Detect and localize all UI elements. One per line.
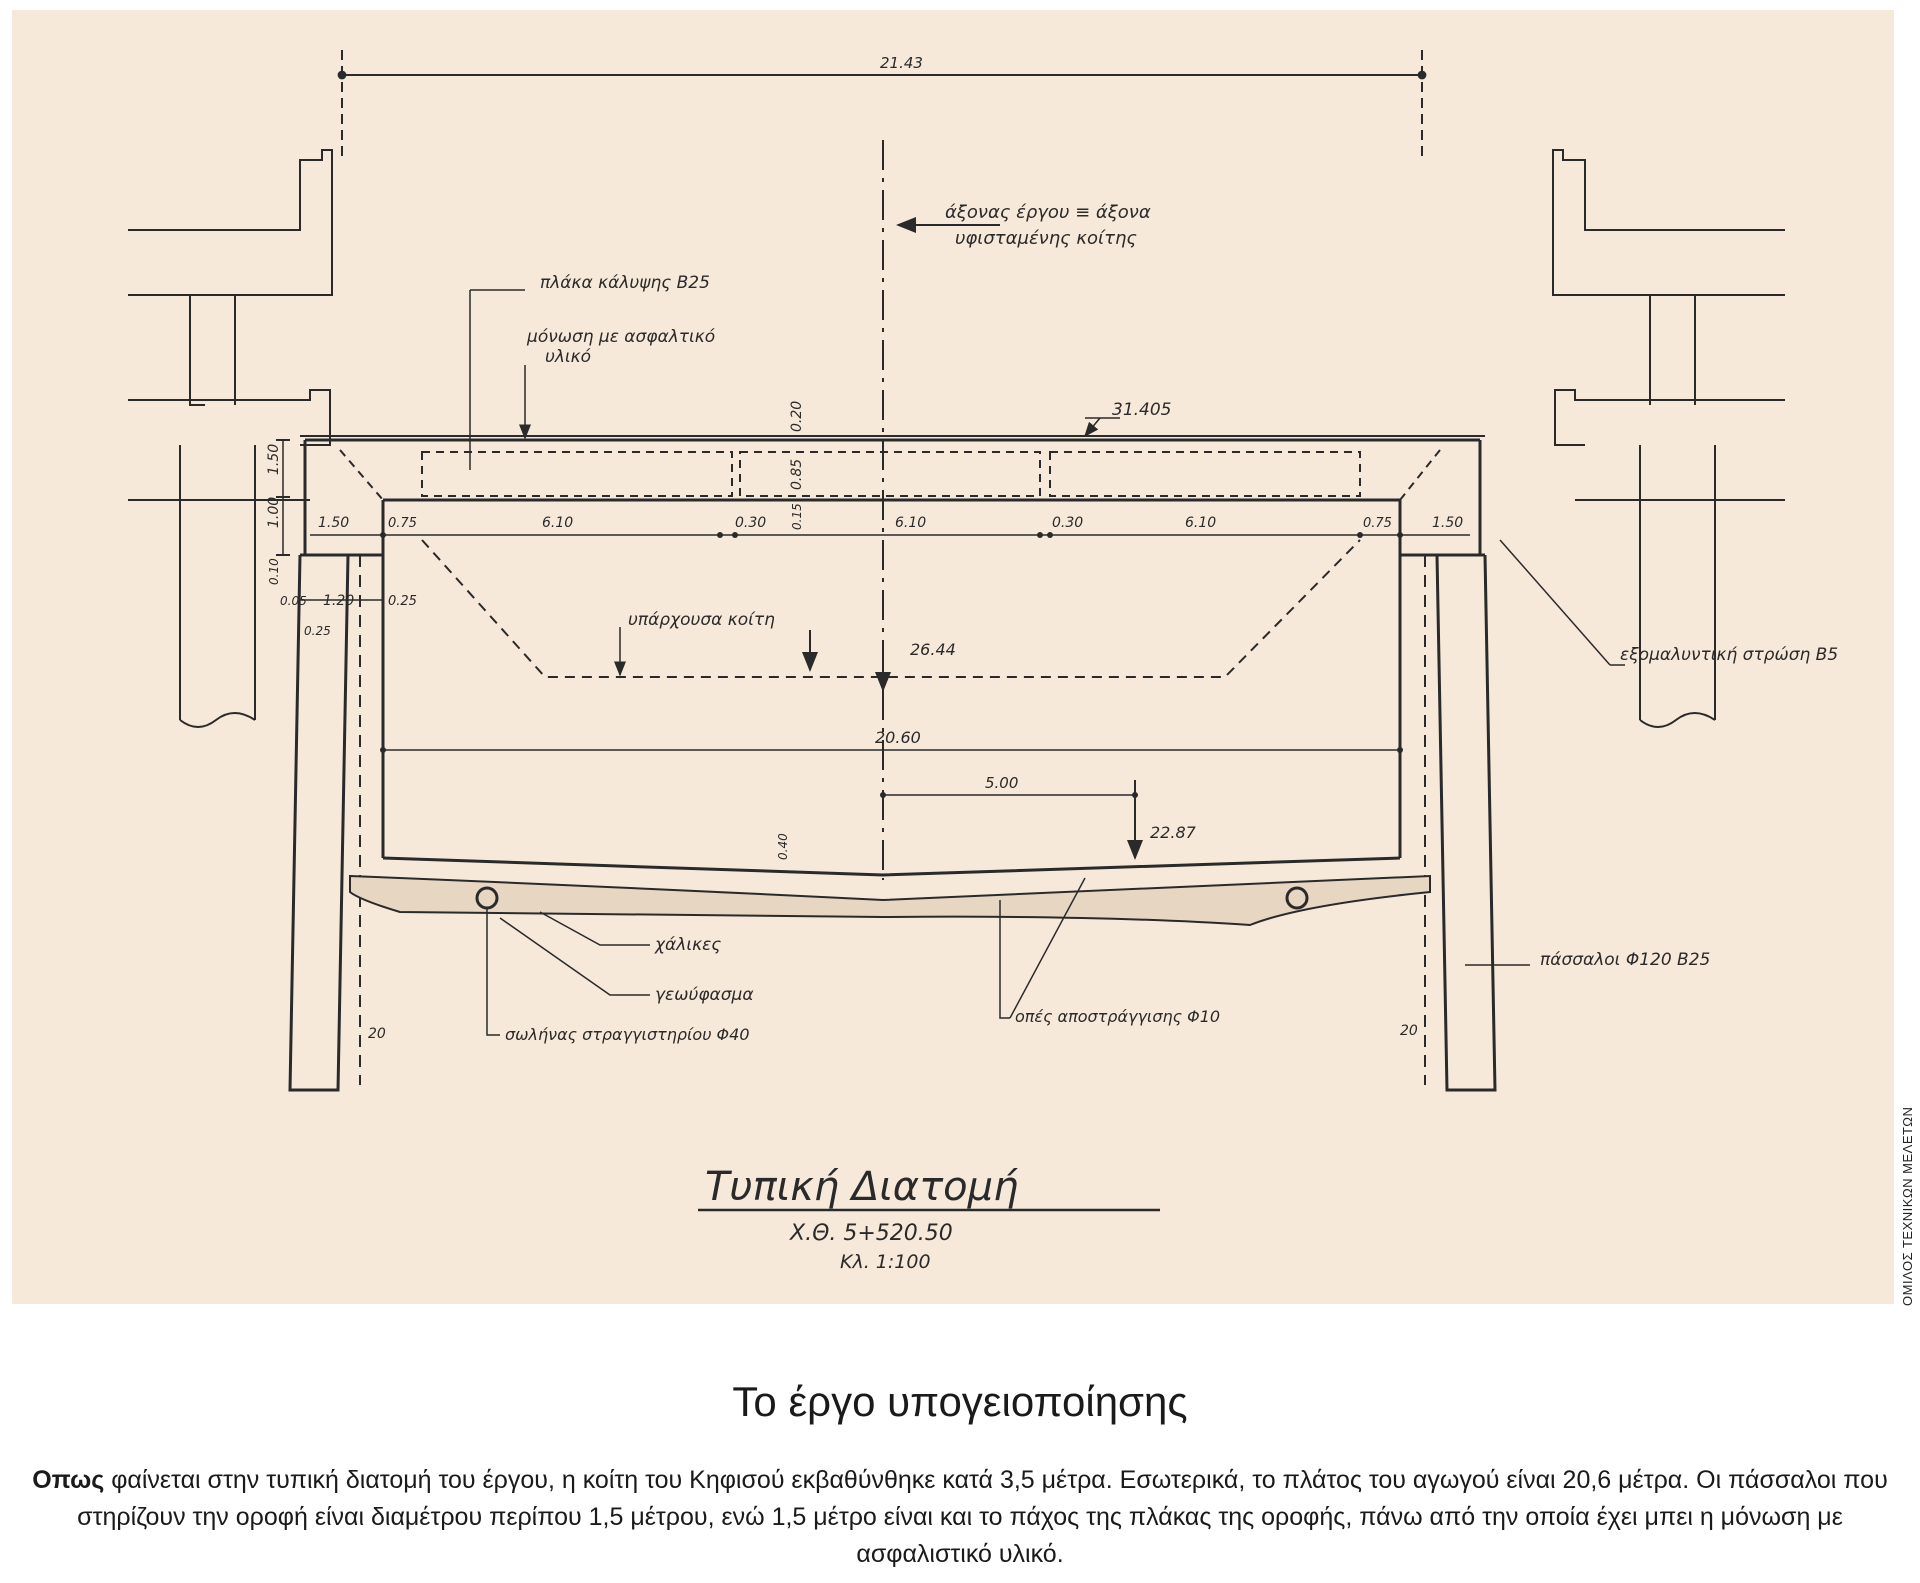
existing-bridge-left (128, 149, 333, 728)
insulation-label-1: μόνωση με ασφαλτικό (526, 327, 715, 347)
dim-slab-015: 0.15 (790, 503, 804, 530)
dim-cell-3: 6.10 (1185, 515, 1216, 531)
existing-bed-line (421, 539, 1361, 678)
dim-top-level: 31.405 (1112, 400, 1171, 420)
dim-pile-025a: 0.25 (388, 594, 417, 609)
gravel-layer (349, 874, 1431, 927)
dim-pile-depth-left: 20 (368, 1026, 386, 1042)
geotextile-label: γεωύφασμα (655, 985, 754, 1005)
dim-slab-020: 0.20 (789, 401, 805, 432)
axis-label-1: άξονας έργου ≡ άξονα (945, 202, 1151, 223)
dimension-21-43 (337, 50, 1427, 160)
caption-title: Το έργο υπογειοποίησης (732, 1378, 1188, 1425)
existing-bridge-right (1552, 149, 1785, 728)
caption-body: Οπως φαίνεται στην τυπική διατομή του έρ… (20, 1462, 1900, 1573)
dim-slab-100: 1.00 (266, 497, 282, 528)
dim-cell-1: 6.10 (542, 515, 573, 531)
dim-wall-right: 1.50 (1432, 515, 1463, 531)
gravel-label: χάλικες (654, 935, 721, 955)
dim-slab-height: 1.50 (266, 444, 282, 475)
drawing-panel: 21.43 άξονας έργου ≡ άξονα υφισταμένης κ… (12, 10, 1894, 1304)
pile-right (1410, 553, 1497, 1092)
caption-lead: Οπως (32, 1466, 105, 1494)
insulation-label-2: υλικό (545, 347, 591, 367)
dim-floor-040: 0.40 (776, 833, 790, 860)
drawing-chainage: Χ.Θ. 5+520.50 (789, 1221, 953, 1246)
dim-total-width: 21.43 (880, 54, 923, 72)
cover-slab-label: πλάκα κάλυψης Β25 (540, 273, 710, 293)
drain-pipe-label: σωλήνας στραγγιστηρίου Φ40 (505, 1025, 750, 1044)
piles-label: πάσσαλοι Φ120 Β25 (1540, 950, 1710, 970)
axis-label-2: υφισταμένης κοίτης (955, 228, 1137, 249)
dim-offset: 5.00 (985, 774, 1018, 792)
dim-cell-2: 6.10 (895, 515, 926, 531)
cross-section-drawing: 21.43 άξονας έργου ≡ άξονα υφισταμένης κ… (128, 50, 1838, 1273)
dim-inner-width: 20.60 (875, 728, 921, 747)
dim-gap-1: 0.30 (735, 515, 766, 531)
drawing-title: Τυπική Διατομή (705, 1164, 1018, 1210)
drain-pipe-right (1285, 886, 1309, 910)
weep-holes-label: οπές αποστράγγισης Φ10 (1015, 1007, 1220, 1026)
roof-slab (303, 438, 1482, 557)
dim-old-bed-level: 26.44 (910, 640, 956, 659)
photo-credit: ΟΜΙΛΟΣ ΤΕΧΝΙΚΩΝ ΜΕΛΕΤΩΝ (1900, 1106, 1915, 1306)
culvert-box (381, 500, 1402, 877)
dim-pile-025b: 0.25 (304, 624, 331, 638)
caption-text: φαίνεται στην τυπική διατομή του έργου, … (77, 1466, 1888, 1568)
dim-pile-120: 1.20 (323, 593, 354, 609)
dim-pile-005: 0.05 (280, 594, 307, 608)
dim-pile-depth-right: 20 (1400, 1023, 1418, 1039)
dim-gap-2: 0.30 (1052, 515, 1083, 531)
dim-slab-085: 0.85 (789, 459, 805, 490)
dim-wall-left: 1.50 (318, 515, 349, 531)
leveling-layer-label: εξομαλυντική στρώση Β5 (1620, 645, 1838, 665)
dim-haunch-left: 0.75 (388, 516, 417, 531)
dim-invert-level: 22.87 (1150, 823, 1197, 842)
pile-left (288, 553, 370, 1092)
dim-small-010: 0.10 (267, 558, 281, 585)
existing-bed-label: υπάρχουσα κοίτη (628, 610, 775, 630)
slab-voids (421, 451, 1361, 497)
dim-haunch-right: 0.75 (1363, 516, 1392, 531)
drawing-scale: Κλ. 1:100 (840, 1251, 931, 1273)
